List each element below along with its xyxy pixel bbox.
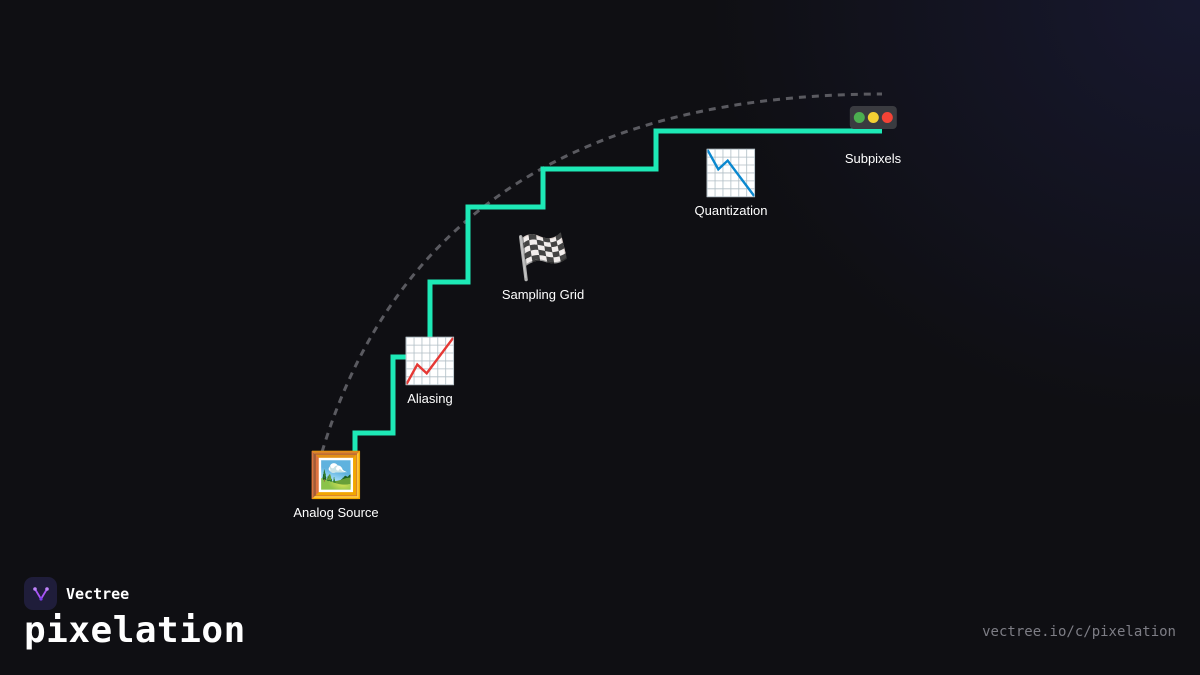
- node-label: Sampling Grid: [501, 287, 585, 302]
- node-label: Aliasing: [407, 391, 453, 406]
- framed-picture-icon: 🖼️: [308, 450, 364, 501]
- node-subpixels: Subpixels: [845, 93, 901, 166]
- page-url[interactable]: vectree.io/c/pixelation: [982, 624, 1176, 640]
- vectree-logo-icon: [24, 577, 57, 610]
- node-analog-source: 🖼️ Analog Source: [293, 450, 379, 521]
- node-aliasing: 📈 Aliasing: [402, 336, 458, 407]
- traffic-light-icon: [849, 106, 897, 129]
- node-label: Subpixels: [844, 151, 902, 166]
- brand-name: Vectree: [66, 584, 130, 603]
- node-label: Quantization: [694, 203, 768, 218]
- checkered-flag-icon: 🏁: [515, 232, 571, 283]
- chart-decreasing-icon: 📉: [703, 148, 759, 199]
- node-sampling-grid: 🏁 Sampling Grid: [501, 232, 585, 303]
- brand[interactable]: Vectree: [24, 577, 129, 610]
- chart-increasing-icon: 📈: [402, 336, 458, 387]
- page-title: pixelation: [24, 610, 246, 651]
- node-label: Analog Source: [293, 505, 379, 520]
- node-quantization: 📉 Quantization: [694, 148, 768, 219]
- staircase-path: [352, 128, 882, 452]
- dashed-arc: [320, 92, 883, 453]
